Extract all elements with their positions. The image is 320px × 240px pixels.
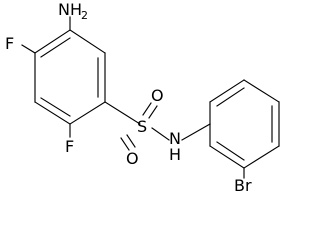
bond-sulfur-oxygen-top-b: [148, 105, 158, 119]
bond-r5-r6: [243, 145, 280, 169]
oxygen-bottom-label: O: [126, 149, 139, 168]
bond-c4-c5: [34, 101, 71, 125]
bond-sulfur-oxygen-bottom-b: [126, 134, 136, 148]
left-benzene-ring: [34, 29, 106, 125]
bond-sulfur-nitrogen: [151, 127, 170, 141]
bond-c3-c4: [69, 101, 106, 125]
sulfonyl-bonds: [120, 102, 170, 151]
bond-sulfur-oxygen-top-a: [142, 102, 152, 116]
atom-labels: NH 2 F F S O O N H Br: [5, 0, 252, 195]
bond-c6-c1: [34, 29, 71, 54]
oxygen-top-label: O: [151, 86, 164, 105]
bond-nitrogen-ring: [181, 123, 211, 141]
fluorine-bottom-label: F: [65, 137, 74, 156]
bond-r6-r1-inner: [216, 141, 245, 161]
substituent-bonds: [21, 16, 141, 138]
bromine-label: Br: [234, 176, 252, 195]
bond-ring-fluorine-top: [21, 44, 36, 54]
structure-canvas: NH 2 F F S O O N H Br: [5, 0, 280, 195]
bond-c1-c2: [69, 29, 106, 54]
fluorine-top-label: F: [5, 34, 14, 53]
right-benzene-ring: [181, 79, 280, 179]
bond-sulfur-oxygen-bottom-a: [120, 137, 130, 151]
amine-label: NH: [58, 0, 82, 19]
sulfur-label: S: [137, 117, 147, 136]
bond-r2-r3-inner: [216, 87, 245, 107]
amine-subscript: 2: [81, 9, 88, 22]
nitrogen-link-label: N: [169, 129, 181, 148]
hydrogen-link-label: H: [169, 145, 181, 164]
bond-ring-sulfur: [104, 101, 141, 125]
bond-c4-c5-inner: [40, 97, 71, 117]
bond-r2-r3: [209, 79, 245, 103]
chemical-structure: NH 2 F F S O O N H Br: [5, 0, 280, 195]
bond-c6-c1-inner: [40, 37, 71, 58]
bond-r6-r1: [209, 145, 245, 169]
bond-r3-r4: [243, 79, 280, 103]
